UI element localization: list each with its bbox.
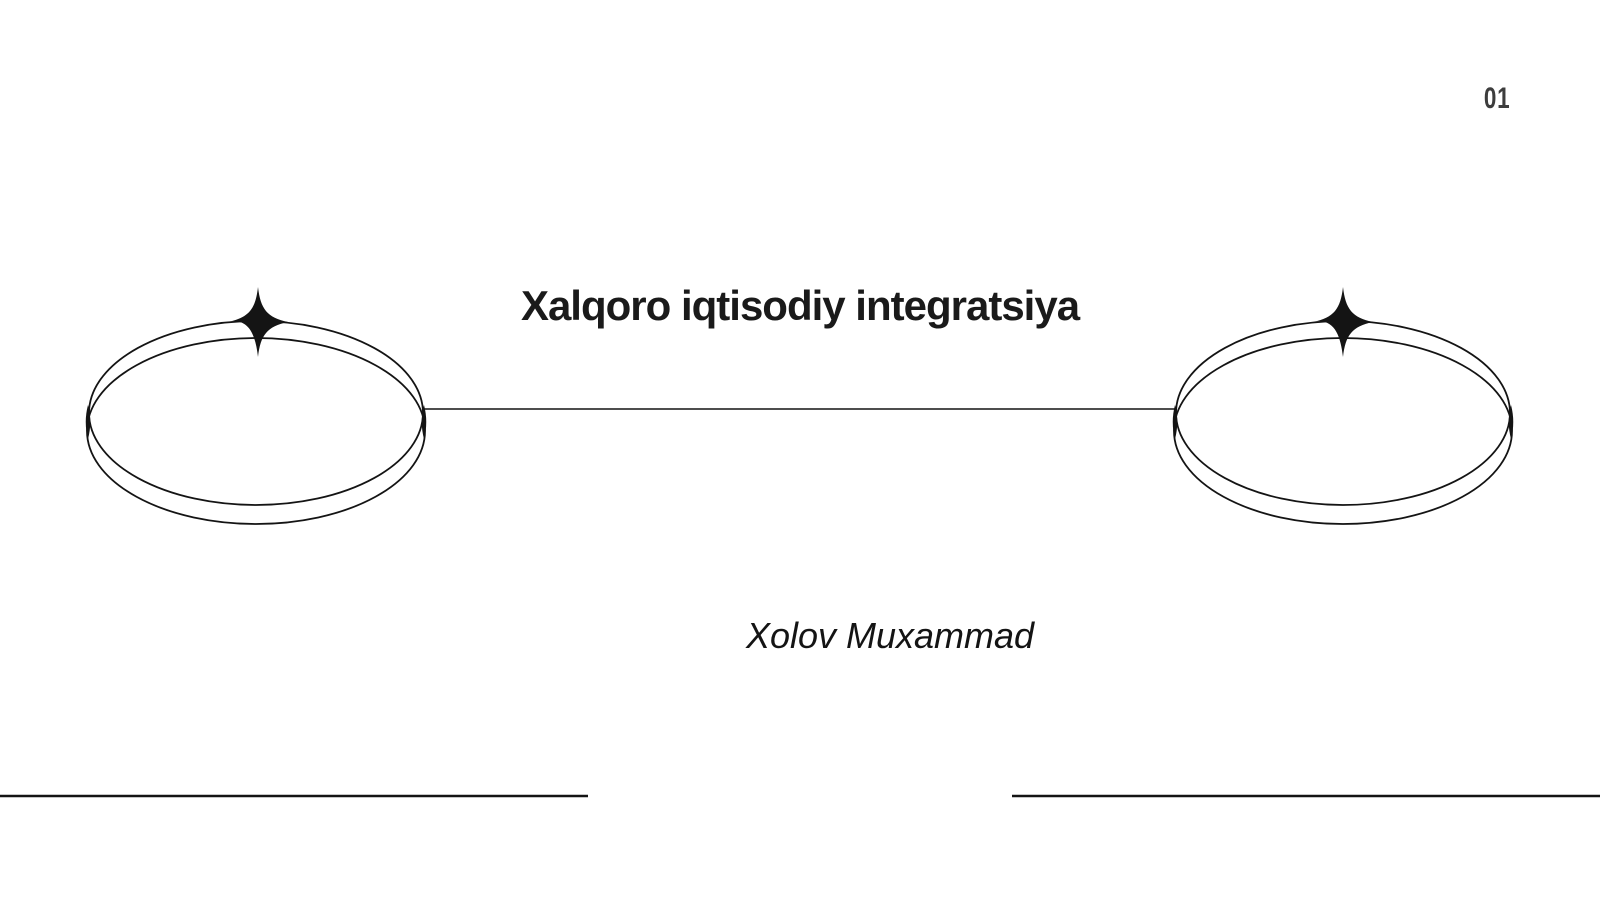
left-orbit-tip-left	[85, 405, 91, 439]
left-orbit-tip-right	[421, 405, 427, 439]
sparkle-icon	[228, 287, 288, 357]
slide-title: Xalqoro iqtisodiy integratsiya	[520, 282, 1080, 329]
right-orbit-ellipse-lower	[1173, 337, 1513, 525]
right-orbit-emblem	[1172, 287, 1514, 525]
sparkle-icon	[1313, 287, 1373, 357]
page-number: 01	[1483, 82, 1510, 115]
left-orbit-emblem	[85, 287, 427, 525]
author-name: Xolov Muxammad	[745, 615, 1035, 656]
right-orbit-tip-left	[1172, 405, 1178, 439]
left-orbit-ellipse-lower	[86, 337, 426, 525]
right-orbit-tip-right	[1508, 405, 1514, 439]
left-orbit-ellipse-upper	[88, 320, 424, 506]
